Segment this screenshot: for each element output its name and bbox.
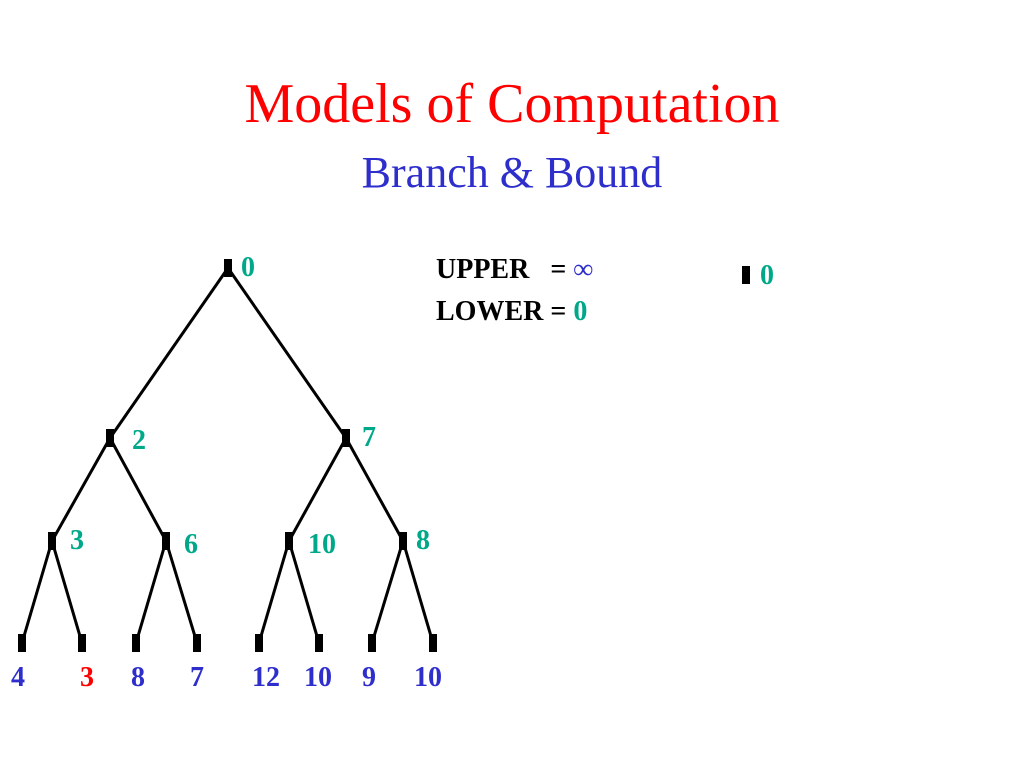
tree-leaf-node: [132, 634, 140, 652]
tree-node: [342, 429, 350, 447]
lower-bound-label: LOWER =: [436, 296, 574, 327]
tree-leaf-node: [315, 634, 323, 652]
leaf-value-label: 9: [362, 662, 376, 693]
current-node-marker: [742, 266, 750, 284]
tree-node: [106, 429, 114, 447]
tree-node: [399, 532, 407, 550]
level1-node-label: 2: [132, 425, 146, 456]
tree-edge: [287, 540, 321, 644]
page-subtitle: Branch & Bound: [361, 148, 663, 197]
tree-edge: [226, 267, 348, 439]
leaf-value-label: 12: [252, 662, 280, 693]
root-node-label: 0: [241, 252, 255, 283]
tree-edge: [164, 540, 199, 644]
leaf-value-label: 7: [190, 662, 204, 693]
level1-node-label: 7: [362, 422, 376, 453]
leaf-value-label: 10: [414, 662, 442, 693]
tree-edge: [370, 540, 405, 644]
tree-node: [162, 532, 170, 550]
tree-leaf-node: [193, 634, 201, 652]
leaf-value-label: 3: [80, 662, 94, 693]
leaf-value-label: 8: [131, 662, 145, 693]
tree-edge: [257, 540, 291, 644]
tree-edge: [108, 437, 168, 542]
tree-edge: [50, 540, 84, 644]
tree-edge: [108, 267, 230, 439]
upper-bound-value: ∞: [573, 254, 594, 285]
leaf-value-label: 10: [304, 662, 332, 693]
tree-edge: [344, 437, 405, 542]
tree-edge: [20, 540, 54, 644]
tree-edge: [401, 540, 435, 644]
level2-node-label: 6: [184, 529, 198, 560]
upper-bound-line: UPPER = ∞: [436, 254, 593, 286]
current-node-label: 0: [760, 260, 774, 291]
tree-edge: [50, 437, 112, 542]
tree-edge: [134, 540, 168, 644]
tree-leaf-node: [18, 634, 26, 652]
tree-leaf-node: [255, 634, 263, 652]
tree-edge: [287, 437, 348, 542]
upper-bound-label: UPPER =: [436, 254, 574, 285]
lower-bound-value: 0: [573, 296, 588, 327]
tree-leaf-node: [78, 634, 86, 652]
tree-leaf-node: [429, 634, 437, 652]
page-title: Models of Computation: [244, 73, 780, 135]
tree-node-root: [224, 259, 232, 277]
tree-leaf-node: [368, 634, 376, 652]
leaf-value-label: 4: [11, 662, 25, 693]
tree-node: [285, 532, 293, 550]
tree-node: [48, 532, 56, 550]
level2-node-label: 10: [308, 529, 336, 560]
level2-node-label: 8: [416, 525, 430, 556]
level2-node-label: 3: [70, 525, 84, 556]
lower-bound-line: LOWER = 0: [436, 296, 587, 328]
